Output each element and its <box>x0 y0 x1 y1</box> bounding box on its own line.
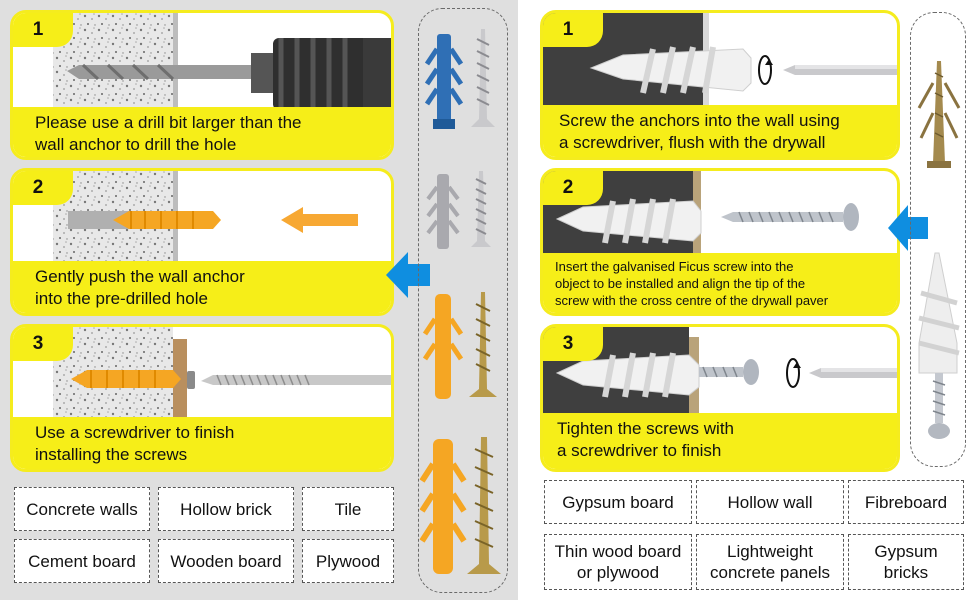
wall-anchor-icon <box>113 211 221 229</box>
step-number-badge: 3 <box>543 327 603 361</box>
orange-anchor-icon <box>422 294 464 399</box>
material-tag: Fibreboard <box>848 480 964 524</box>
material-label: or plywood <box>576 563 660 582</box>
material-tag: Hollow brick <box>158 487 294 531</box>
step-caption: Use a screwdriver to finish installing t… <box>13 417 391 469</box>
rotate-icon <box>758 55 773 85</box>
panel-divider <box>518 0 523 600</box>
material-label: Hollow brick <box>180 499 272 519</box>
push-arrow-icon <box>281 207 358 233</box>
rotate-icon <box>786 358 801 388</box>
material-label: Fibreboard <box>864 492 948 512</box>
caption-line: Screw the anchors into the wall using <box>559 111 840 130</box>
material-tag: Tile <box>302 487 394 531</box>
step-number-badge: 3 <box>13 327 73 361</box>
caption-line: Use a screwdriver to finish <box>35 423 235 442</box>
material-label: Gypsum <box>874 542 938 561</box>
material-tag: Wooden board <box>158 539 294 583</box>
step-caption: Gently push the wall anchor into the pre… <box>13 261 391 313</box>
drywall-anchor-icon <box>555 352 700 398</box>
blue-anchor-icon <box>424 34 464 129</box>
material-label: Tile <box>334 499 362 519</box>
caption-line: screw with the cross centre of the drywa… <box>555 293 829 308</box>
left-step-3: 3 Use a screwdriver to finish installing… <box>10 324 394 472</box>
flow-arrow-icon <box>888 203 928 253</box>
material-tag: Lightweight concrete panels <box>696 534 844 590</box>
step-caption: Tighten the screws with a screwdriver to… <box>543 413 897 469</box>
material-tag: Gypsum bricks <box>848 534 964 590</box>
step-number-badge: 2 <box>13 171 73 205</box>
material-tag: Plywood <box>302 539 394 583</box>
material-tag: Gypsum board <box>544 480 692 524</box>
material-label: Lightweight <box>726 542 813 561</box>
caption-line: Please use a drill bit larger than the <box>35 113 302 132</box>
material-label: Cement board <box>28 551 136 571</box>
screw-icon <box>928 373 950 439</box>
screw-icon <box>471 29 495 127</box>
material-tag: Cement board <box>14 539 150 583</box>
left-step-2: 2 Gently push the wall anchor into the p… <box>10 168 394 316</box>
flow-arrow-icon <box>386 250 430 300</box>
material-label: Wooden board <box>170 551 282 571</box>
material-label: concrete panels <box>709 563 831 582</box>
gold-screw-icon <box>469 292 497 397</box>
screw-icon <box>187 371 391 389</box>
caption-line: into the pre-drilled hole <box>35 289 208 308</box>
caption-line: a screwdriver, flush with the drywall <box>559 133 826 152</box>
grey-anchor-icon <box>426 174 460 249</box>
caption-line: installing the screws <box>35 445 188 464</box>
right-step-2: 2 Insert the galvanised Ficus screw into… <box>540 168 900 316</box>
material-label: Thin wood board <box>554 542 682 561</box>
left-step-1: 1 <box>10 10 394 160</box>
drill-bit-icon <box>67 63 253 81</box>
screw-icon <box>471 171 491 247</box>
caption-line: Gently push the wall anchor <box>35 267 245 286</box>
drill-scene <box>13 13 391 113</box>
step-number-badge: 2 <box>543 171 603 205</box>
step-caption: Please use a drill bit larger than the w… <box>13 107 391 157</box>
screwdriver-icon <box>809 368 897 378</box>
gold-screw-icon <box>467 437 501 574</box>
screw-in-scene <box>13 327 391 423</box>
orange-anchor-icon <box>419 439 467 574</box>
caption-line: Insert the galvanised Ficus screw into t… <box>555 259 794 274</box>
caption-line: object to be installed and align the tip… <box>555 276 806 291</box>
anchor-showcase <box>418 8 508 593</box>
material-label: Plywood <box>315 551 381 571</box>
wall-anchor-icon <box>71 370 181 388</box>
material-label: Concrete walls <box>26 499 138 519</box>
material-label: Gypsum board <box>562 492 674 512</box>
push-anchor-scene <box>13 171 391 267</box>
screw-icon <box>721 203 859 231</box>
caption-line: wall anchor to drill the hole <box>35 135 237 154</box>
right-step-1: 1 Screw the anchors into the wall using … <box>540 10 900 160</box>
drywall-anchor-icon <box>555 198 702 244</box>
caption-line: a screwdriver to finish <box>557 441 722 460</box>
material-tag: Concrete walls <box>14 487 150 531</box>
step-caption: Screw the anchors into the wall using a … <box>543 105 897 157</box>
step-caption: Insert the galvanised Ficus screw into t… <box>543 253 897 313</box>
screw-icon <box>699 359 759 385</box>
metal-anchor-icon <box>917 61 961 168</box>
screwdriver-icon <box>783 65 897 75</box>
material-label: Hollow wall <box>727 492 813 512</box>
drywall-anchor-icon <box>589 46 752 94</box>
right-step-3: 3 Tighten the screws with <box>540 324 900 472</box>
step-number-badge: 1 <box>13 13 73 47</box>
drill-icon <box>251 38 391 110</box>
drywall-anchor-icon <box>918 252 960 374</box>
anchor-showcase <box>910 12 966 467</box>
step-number-badge: 1 <box>543 13 603 47</box>
material-tag: Hollow wall <box>696 480 844 524</box>
caption-line: Tighten the screws with <box>557 419 734 438</box>
material-tag: Thin wood board or plywood <box>544 534 692 590</box>
material-label: bricks <box>883 563 929 582</box>
